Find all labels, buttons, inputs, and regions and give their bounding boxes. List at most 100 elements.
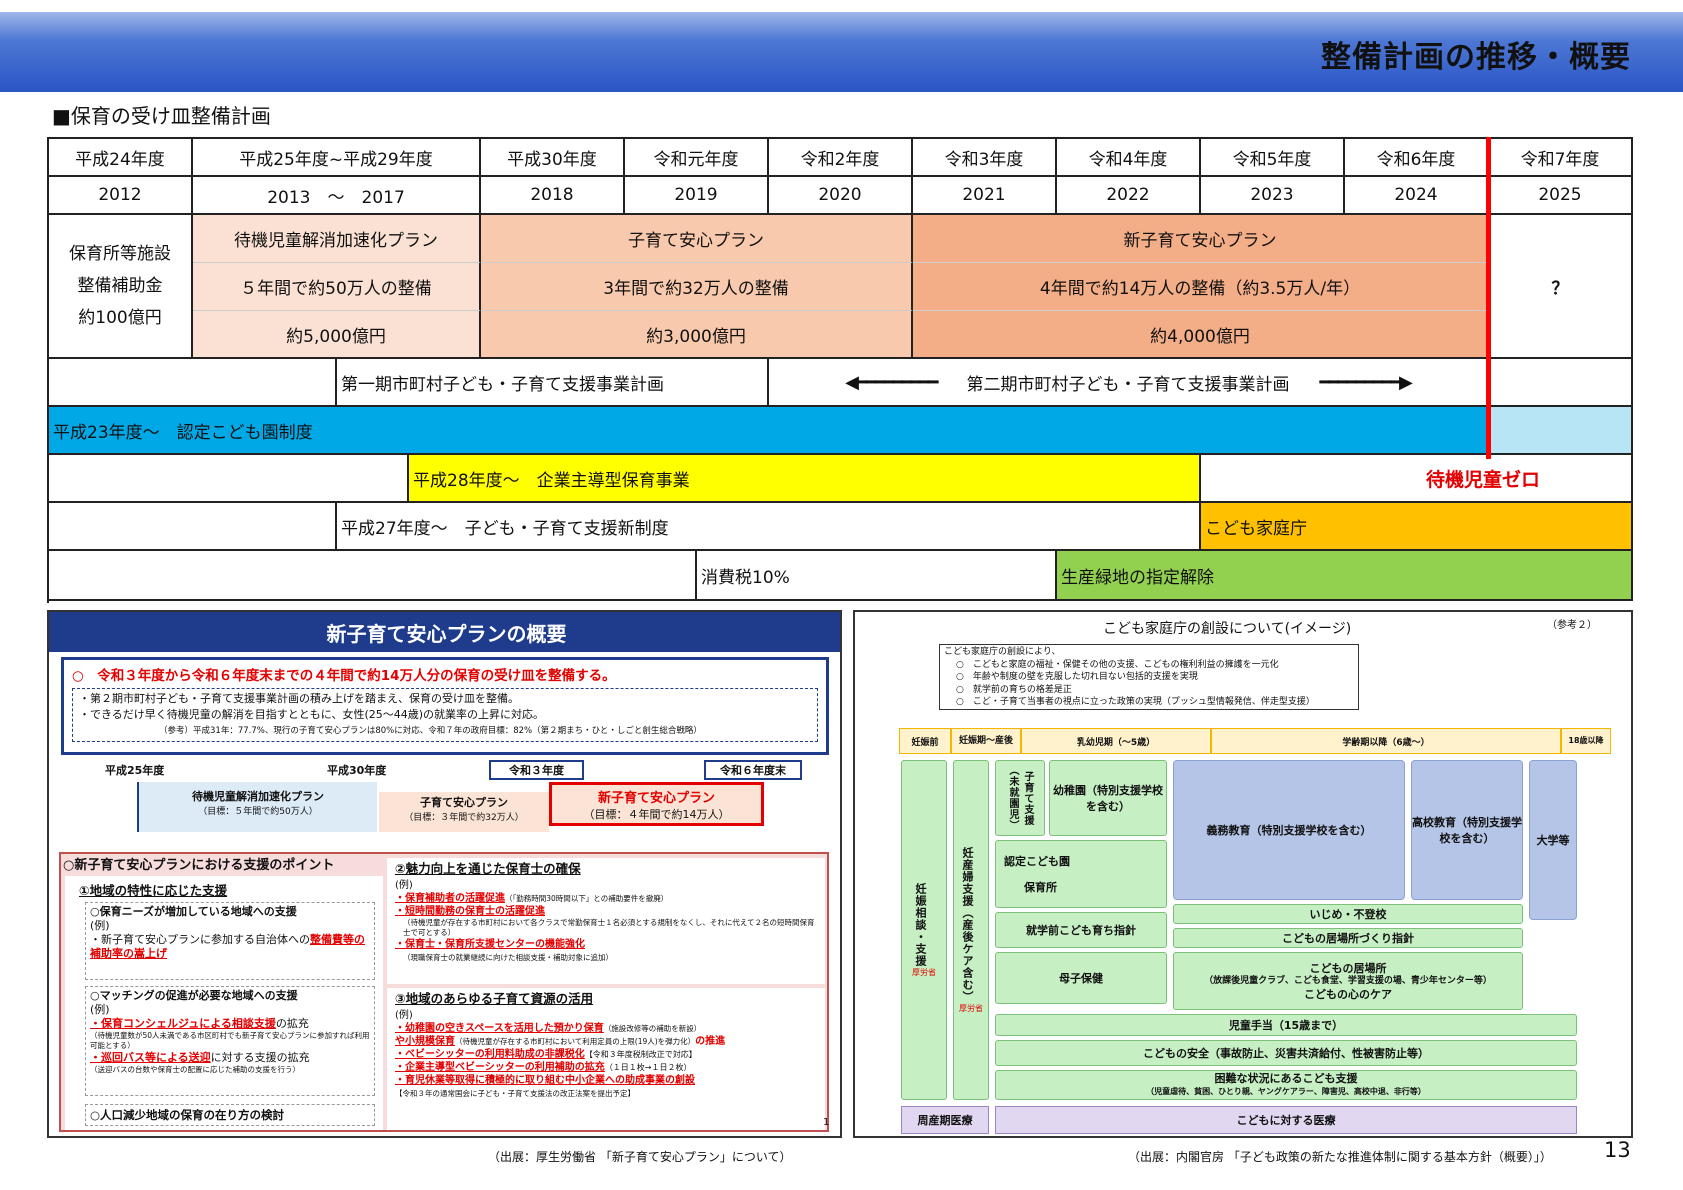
year-cell: 令和元年度 <box>625 139 769 177</box>
points-box: ○新子育て安心プランにおける支援のポイント ①地域の特性に応じた支援 ○保育ニー… <box>59 852 829 1132</box>
ijime: いじめ・不登校 <box>1173 904 1523 924</box>
katei-bar: こども家庭庁 <box>1201 503 1633 551</box>
year-cell: 令和3年度 <box>913 139 1057 177</box>
plan-budget: 約5,000億円 <box>193 311 481 359</box>
diagram-title: こども家庭庁の創設について(イメージ) <box>1103 621 1352 637</box>
empty-cell <box>49 503 337 551</box>
stage: 18歳以降 <box>1561 728 1611 754</box>
new-plan-overview: 新子育て安心プランの概要 ○ 令和３年度から令和６年度末までの４年間で約14万人… <box>47 610 842 1138</box>
title-banner: 整備計画の推移・概要 <box>0 12 1683 92</box>
reference-tag: （参考２） <box>1547 620 1597 631</box>
tl-plan: 待機児童解消加速化プラン （目標：５年間で約50万人） <box>137 782 377 832</box>
ninshin-soudan: 妊娠相談・支援厚労省 <box>901 760 947 1100</box>
western-year: 2023 <box>1201 177 1345 215</box>
stage-arrows: 妊娠前 妊娠期～産後 乳幼児期（～5歳） 学齢期以降（6歳～） 18歳以降 <box>899 728 1629 754</box>
plan-target: ５年間で約50万人の整備 <box>193 263 481 311</box>
tl-label: 平成30年度 <box>327 764 387 777</box>
intro-box: こども家庭庁の創設により、 ○ こどもと家庭の福祉・保健その他の支援、こどもの権… <box>939 644 1359 710</box>
year-cell: 令和7年度 <box>1489 139 1633 177</box>
source-left: （出展：厚生労働省 「新子育て安心プラン」について） <box>488 1150 792 1164</box>
plan-budget: 約3,000億円 <box>481 311 913 359</box>
year-cell: 平成25年度~平成29年度 <box>193 139 481 177</box>
phase1-plan: 第一期市町村子ども・子育て支援事業計画 <box>337 359 769 407</box>
ryokuchi-bar: 生産緑地の指定解除 <box>1057 551 1633 601</box>
jido-teate: 児童手当（15歳まで） <box>995 1014 1577 1036</box>
tl-label: 平成25年度 <box>105 764 165 777</box>
stage: 乳幼児期（～5歳） <box>1021 728 1211 754</box>
overview-title: 新子育て安心プランの概要 <box>49 612 840 652</box>
empty-cell <box>49 551 697 601</box>
western-year: 2019 <box>625 177 769 215</box>
kigyo-bar: 平成28年度～ 企業主導型保育事業 <box>409 455 1201 503</box>
stage: 妊娠期～産後 <box>951 728 1021 754</box>
summary-box: ○ 令和３年度から令和６年度末までの４年間で約14万人分の保育の受け皿を整備する… <box>61 657 829 755</box>
year-cell: 令和5年度 <box>1201 139 1345 177</box>
plan-target: 3年間で約32万人の整備 <box>481 263 913 311</box>
ninshin-kiseki: 妊産婦支援（産後ケア含む）厚労省 <box>953 760 989 1100</box>
western-year: 2012 <box>49 177 193 215</box>
sec1a: ○保育ニーズが増加している地域への支援 (例) ・新子育て安心プランに参加する自… <box>85 902 375 980</box>
year-cell: 平成24年度 <box>49 139 193 177</box>
gimu-kyoiku: 義務教育（特別支援学校を含む） <box>1173 760 1405 900</box>
bullet-list: ・第２期市町村子ども・子育て支援事業計画の積み上げを踏まえ、保育の受け皿を整備。… <box>72 688 818 742</box>
year-cell: 令和4年度 <box>1057 139 1201 177</box>
nintei-hoikusho: 認定こども園 保育所 <box>995 840 1167 908</box>
support-col3: ③地域のあらゆる子育て資源の活用 (例) ・幼稚園の空きスペースを活用した預かり… <box>387 988 825 1130</box>
headline: ○ 令和３年度から令和６年度末までの４年間で約14万人分の保育の受け皿を整備する… <box>72 668 616 684</box>
tl-label: 令和３年度 <box>489 760 584 780</box>
western-year: 2013 ～ 2017 <box>193 177 481 215</box>
stage: 妊娠前 <box>899 728 951 754</box>
plan-name: 新子育て安心プラン <box>913 215 1489 263</box>
stage: 学齢期以降（6歳～） <box>1211 728 1561 754</box>
western-year: 2020 <box>769 177 913 215</box>
phase2-plan: ◀━━━━━━━━━ 第二期市町村子ども・子育て支援事業計画 ━━━━━━━━━… <box>769 359 1489 407</box>
plan-target: 4年間で約14万人の整備（約3.5万人/年） <box>913 263 1489 311</box>
youchien: 幼稚園（特別支援学校を含む） <box>1049 760 1167 836</box>
inner-page-number: 1 <box>823 1117 830 1128</box>
tax-cell: 消費税10% <box>697 551 1057 601</box>
shugakumae-shishin: 就学前こども育ち指針 <box>995 912 1167 948</box>
current-year-marker <box>1486 137 1491 459</box>
western-year: 2022 <box>1057 177 1201 215</box>
points-title: ○新子育て安心プランにおける支援のポイント <box>63 858 335 873</box>
agency-diagram: こども家庭庁の創設について(イメージ) （参考２） こども家庭庁の創設により、 … <box>853 610 1633 1138</box>
daigaku: 大学等 <box>1529 760 1577 920</box>
kodomo-iryo: こどもに対する医療 <box>995 1106 1577 1134</box>
arrow-left-icon: ◀━━━━━━━━━ <box>845 371 938 393</box>
section-heading: ■保育の受け皿整備計画 <box>52 104 271 128</box>
tl-plan: 子育て安心プラン （目標：３年間で約32万人） <box>379 792 549 832</box>
reference: （参考）平成31年：77.7%、現行の子育て安心プランは80%に対応、令和７年の… <box>159 726 702 736</box>
boshi-hoken: 母子保健 <box>995 952 1167 1004</box>
year-cell: 令和2年度 <box>769 139 913 177</box>
sec1c: ○人口減少地域の保育の在り方の検討 <box>85 1104 375 1126</box>
future-plan: ？ <box>1489 215 1633 359</box>
empty-cell <box>1489 359 1633 407</box>
page-title: 整備計画の推移・概要 <box>1321 40 1631 75</box>
kosodate-shien: 子育て支援（未就園児） <box>995 760 1045 836</box>
western-year: 2018 <box>481 177 625 215</box>
koukou-kyoiku: 高校教育（特別支援学校を含む） <box>1411 760 1523 900</box>
konnan-shien: 困難な状況にあるこども支援 （児童虐待、貧困、ひとり親、ヤングケアラー、障害児、… <box>995 1070 1577 1100</box>
subsidy-label: 保育所等施設 整備補助金 約100億円 <box>49 215 193 359</box>
support-col2: ②魅力向上を通じた保育士の確保 (例) ・保育補助者の活躍促進（「勤務時間30時… <box>387 858 825 984</box>
kodomo-anzen: こどもの安全（事故防止、災害共済給付、性被害防止等） <box>995 1040 1577 1066</box>
ibasho-shishin: こどもの居場所づくり指針 <box>1173 928 1523 948</box>
shinseido-bar: 平成27年度～ 子ども・子育て支援新制度 <box>337 503 1201 551</box>
empty-cell <box>49 455 409 503</box>
year-cell: 平成30年度 <box>481 139 625 177</box>
plan-name: 待機児童解消加速化プラン <box>193 215 481 263</box>
arrow-right-icon: ━━━━━━━━━▶ <box>1319 371 1413 393</box>
plan-name: 子育て安心プラン <box>481 215 913 263</box>
empty-cell <box>49 359 337 407</box>
timeline-table: 平成24年度 平成25年度~平成29年度 平成30年度 令和元年度 令和2年度 … <box>47 137 1633 603</box>
kodomoen-future <box>1489 407 1633 455</box>
ibasho: こどもの居場所 （放課後児童クラブ、こども食堂、学習支援の場、青少年センター等）… <box>1173 952 1523 1010</box>
tl-label: 令和６年度末 <box>704 760 802 780</box>
kodomoen-bar: 平成23年度～ 認定こども園制度 <box>49 407 1489 455</box>
source-right: （出展：内閣官房 「子ども政策の新たな推進体制に関する基本方針（概要）」） <box>1128 1150 1552 1164</box>
plan-budget: 約4,000億円 <box>913 311 1489 359</box>
shusanki-iryo: 周産期医療 <box>901 1106 989 1134</box>
western-year: 2024 <box>1345 177 1489 215</box>
page-number: 13 <box>1604 1138 1631 1162</box>
